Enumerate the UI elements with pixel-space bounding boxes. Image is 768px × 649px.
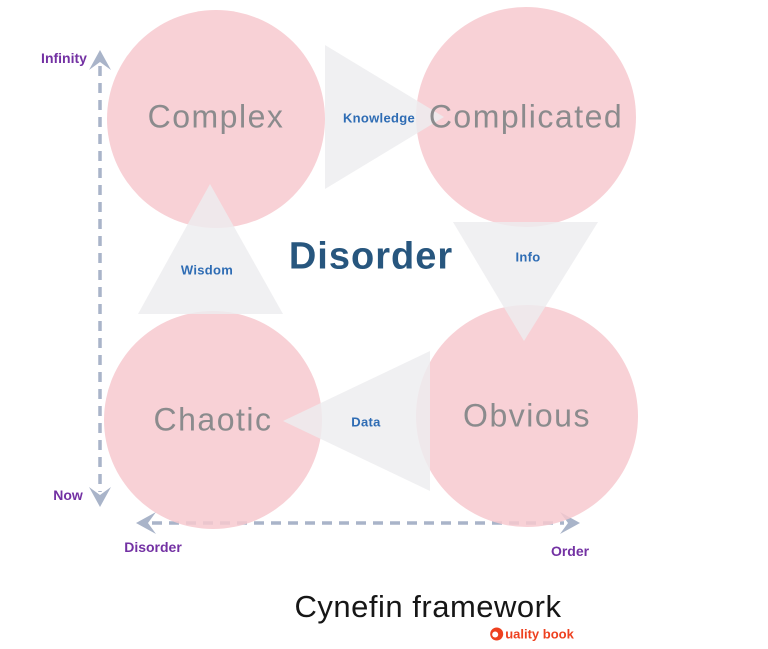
brand-watermark: uality book: [490, 627, 574, 642]
x-axis-arrow-left-icon: [136, 512, 156, 534]
quadrant-label-obvious: Obvious: [463, 397, 591, 434]
flow-label-data: Data: [351, 414, 381, 430]
complex-circle: [107, 10, 325, 228]
obvious-circle: [416, 305, 638, 527]
info-arrow-triangle-down: [453, 222, 598, 341]
y-axis-arrow-up-icon: [89, 50, 111, 70]
brand-text: uality book: [505, 626, 574, 642]
data-arrow-triangle-left: [283, 351, 430, 491]
quadrant-label-chaotic: Chaotic: [153, 401, 273, 438]
complicated-circle: [416, 7, 636, 227]
x-axis-right-label-order: Order: [550, 543, 590, 559]
knowledge-arrow-triangle-right: [325, 45, 444, 189]
flow-label-wisdom: Wisdom: [180, 262, 234, 278]
y-axis-arrow-down-icon: [89, 487, 111, 507]
quadrant-label-complex: Complex: [147, 98, 285, 135]
y-axis-top-label-infinity: Infinity: [41, 50, 87, 66]
x-axis-left-label-disorder: Disorder: [124, 539, 182, 555]
flow-label-info: Info: [515, 249, 541, 265]
chaotic-circle: [104, 311, 322, 529]
wisdom-arrow-triangle-up: [138, 184, 283, 314]
quality-book-q-icon: [490, 627, 504, 641]
flow-label-knowledge: Knowledge: [342, 110, 416, 126]
y-axis-bottom-label-now: Now: [53, 487, 83, 503]
center-disorder-label: Disorder: [288, 235, 454, 278]
quadrant-label-complicated: Complicated: [428, 98, 624, 135]
diagram-title: Cynefin framework: [294, 589, 562, 624]
